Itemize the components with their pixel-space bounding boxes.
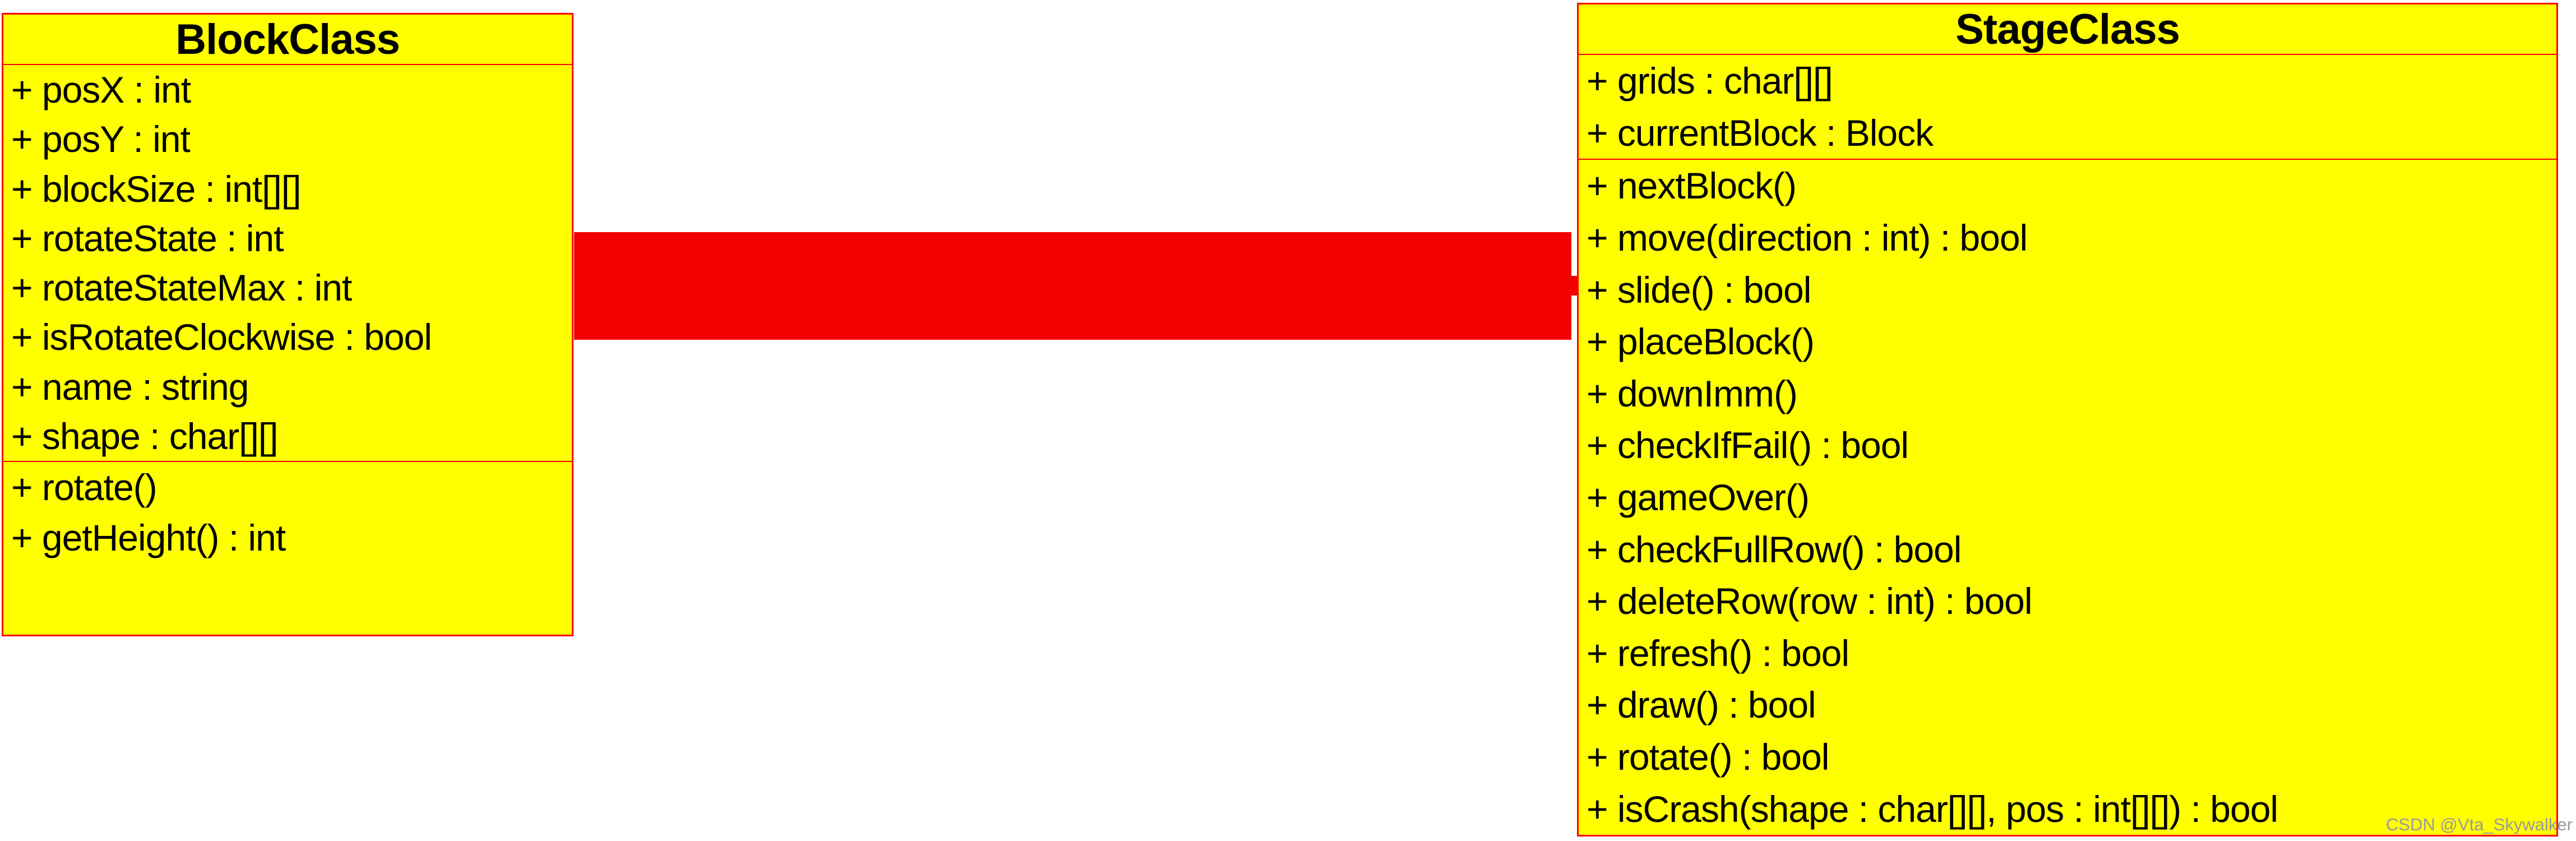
method-row: + checkFullRow() : bool	[1587, 528, 1962, 570]
attribute-row: + rotateState : int	[11, 217, 284, 259]
block-class-title: BlockClass	[3, 15, 572, 65]
method-row: + move(direction : int) : bool	[1587, 216, 2028, 258]
method-row: + deleteRow(row : int) : bool	[1587, 580, 2033, 622]
attribute-row: + rotateStateMax : int	[11, 267, 352, 309]
block-class-attributes: + posX : int + posY : int + blockSize : …	[3, 65, 572, 462]
method-row: + isCrash(shape : char[][], pos : int[][…	[1587, 788, 2278, 830]
method-row: + gameOver()	[1587, 476, 1810, 518]
attribute-row: + currentBlock : Block	[1587, 112, 1934, 154]
method-row: + draw() : bool	[1587, 684, 1816, 726]
attribute-row: + grids : char[][]	[1587, 60, 1833, 102]
block-class-methods: + rotate() + getHeight() : int	[3, 462, 572, 635]
attribute-row: + blockSize : int[][]	[11, 168, 301, 210]
stage-class-box: StageClass + grids : char[][] + currentB…	[1577, 3, 2558, 837]
association-connector-stub	[1571, 276, 1578, 295]
stage-class-methods: + nextBlock() + move(direction : int) : …	[1579, 160, 2556, 835]
method-row: + rotate()	[11, 466, 158, 508]
method-row: + downImm()	[1587, 372, 1798, 414]
attribute-row: + posX : int	[11, 69, 191, 111]
method-row: + refresh() : bool	[1587, 632, 1849, 674]
attribute-row: + name : string	[11, 366, 249, 408]
method-row: + getHeight() : int	[11, 517, 286, 558]
method-row: + slide() : bool	[1587, 269, 1811, 311]
method-row: + placeBlock()	[1587, 321, 1815, 363]
attribute-row: + isRotateClockwise : bool	[11, 316, 432, 358]
method-row: + nextBlock()	[1587, 165, 1797, 207]
attribute-row: + posY : int	[11, 118, 191, 160]
method-row: + checkIfFail() : bool	[1587, 424, 1909, 466]
stage-class-title: StageClass	[1579, 4, 2556, 55]
association-connector-bar	[574, 232, 1571, 340]
method-row: + rotate() : bool	[1587, 736, 1829, 778]
stage-class-attributes: + grids : char[][] + currentBlock : Bloc…	[1579, 55, 2556, 160]
attribute-row: + shape : char[][]	[11, 415, 278, 457]
watermark: CSDN @Vta_Skywalker	[2386, 815, 2573, 834]
block-class-box: BlockClass + posX : int + posY : int + b…	[2, 13, 574, 636]
